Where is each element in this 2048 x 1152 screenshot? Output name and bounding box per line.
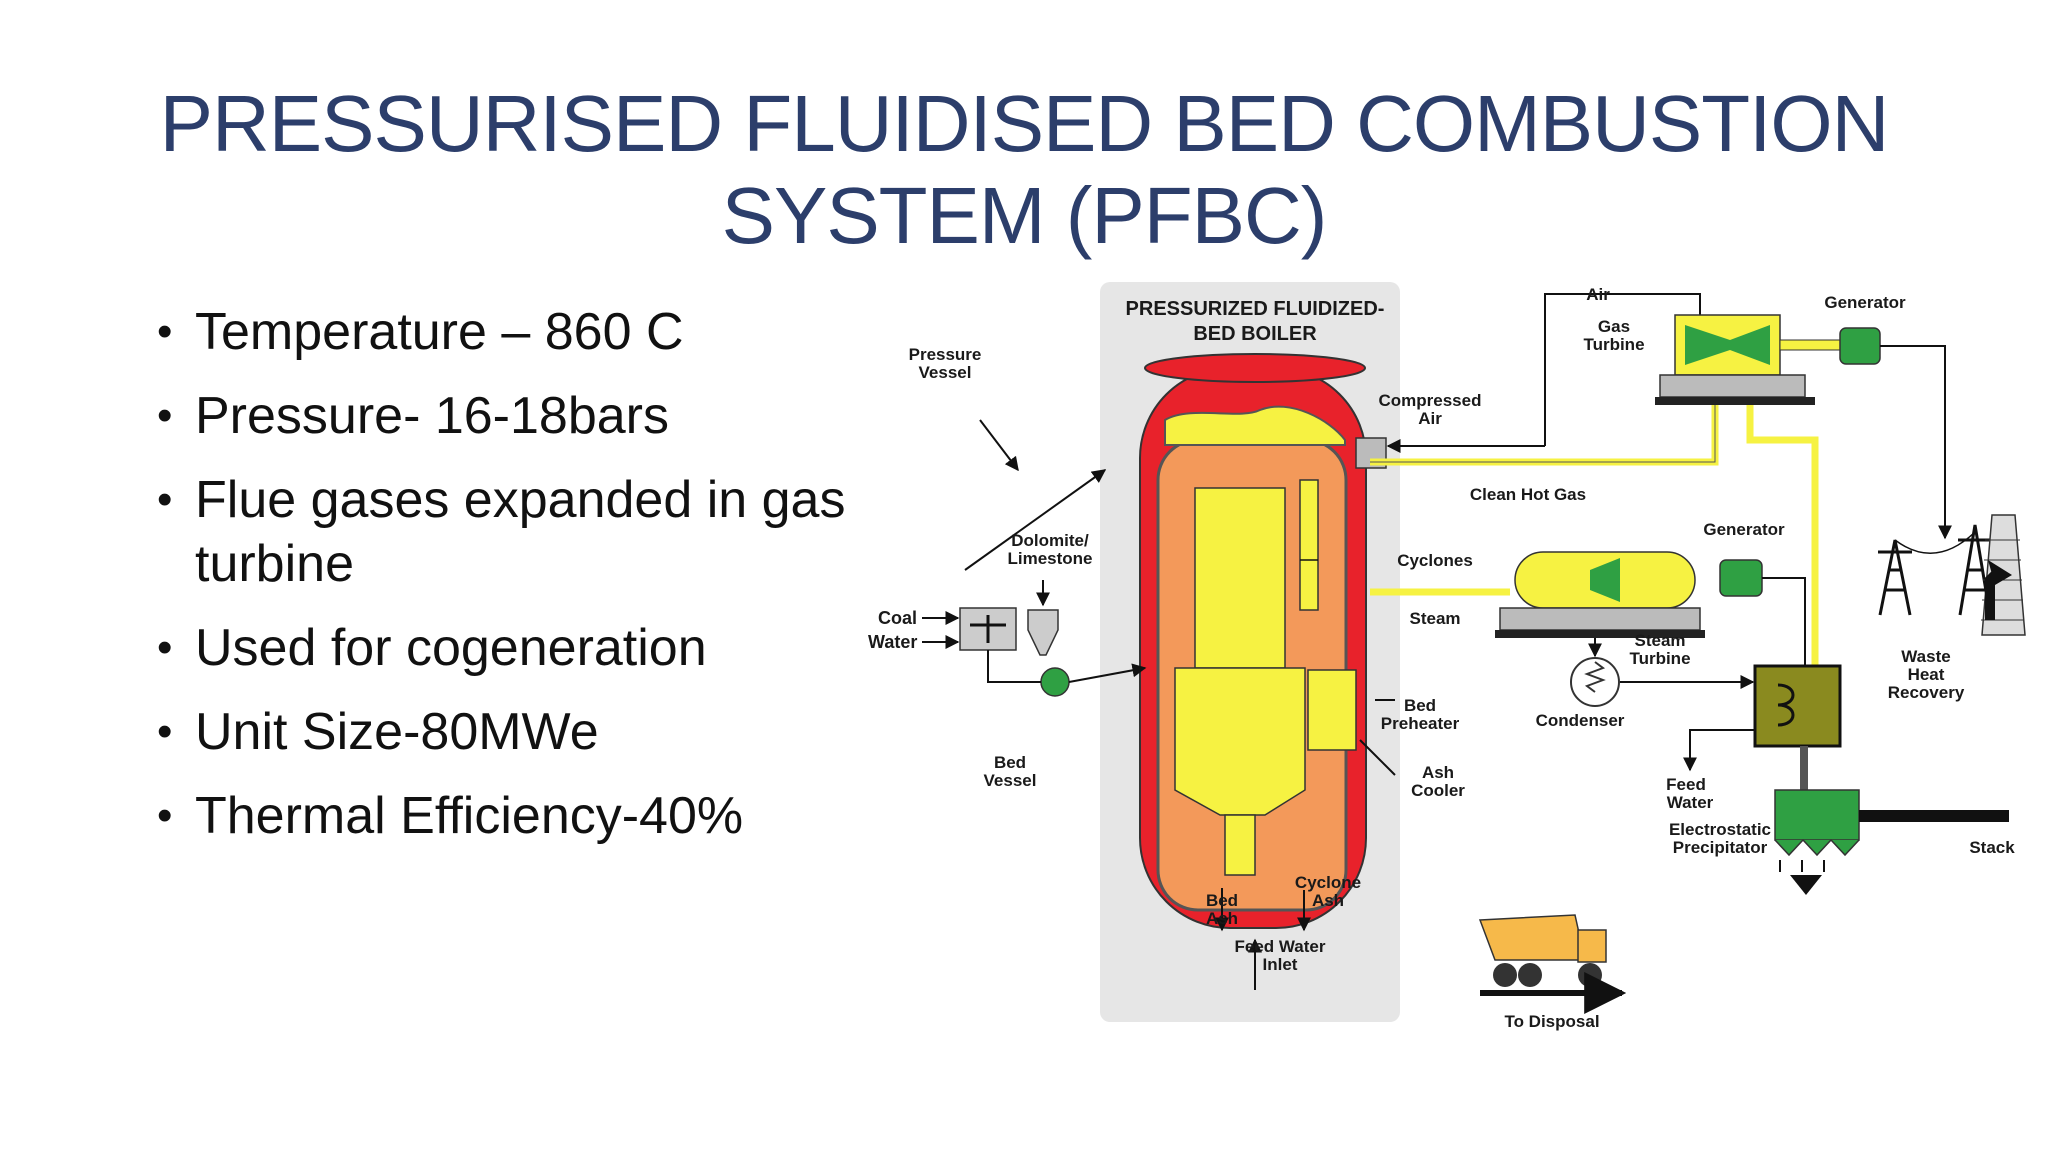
ash-cooler-leader [1359, 739, 1396, 776]
bullet-text: Used for cogeneration [195, 619, 707, 677]
pressure-vessel-leader [979, 419, 1019, 472]
dump-truck-icon [1478, 914, 1607, 987]
cyclone-ash-label-2: Ash [1312, 891, 1344, 910]
clean-hot-gas-label: Clean Hot Gas [1470, 485, 1586, 504]
bullet-item: • Temperature – 860 C [155, 300, 875, 364]
compressed-air-line [1544, 293, 1701, 446]
bed-vessel-label-2: Vessel [984, 771, 1037, 790]
water-label: Water [868, 632, 917, 652]
bullet-dot-icon: • [157, 475, 173, 524]
gas-turbine-label-1: Gas [1598, 317, 1630, 336]
condenser-label: Condenser [1536, 711, 1625, 730]
feed-pump [987, 650, 1147, 697]
pressure-vessel-label-1: Pressure [909, 345, 982, 364]
generator-mid [1719, 559, 1806, 670]
clean-hot-gas-pipe-outline [1370, 390, 1716, 463]
gas-turbine-label-2: Turbine [1583, 335, 1644, 354]
bed-vessel-label-1: Bed [994, 753, 1026, 772]
coal-label: Coal [878, 608, 917, 628]
waste-heat-label-3: Recovery [1888, 683, 1965, 702]
dolomite-label-1: Dolomite/ [1011, 531, 1089, 550]
steam-turbine [1495, 551, 1705, 638]
bullet-dot-icon: • [157, 707, 173, 756]
generator-mid-label: Generator [1703, 520, 1785, 539]
bullet-dot-icon: • [157, 391, 173, 440]
cyclones-label: Cyclones [1397, 551, 1473, 570]
transmission-tower-icon [1878, 524, 1992, 616]
cyclone-ash-label-1: Cyclone [1295, 873, 1361, 892]
stack-label: Stack [1969, 838, 2015, 857]
feed-water-inlet-label-2: Inlet [1263, 955, 1298, 974]
steam-turbine-label-1: Steam [1634, 631, 1685, 650]
ash-cooler-label-1: Ash [1422, 763, 1454, 782]
bullet-text: Thermal Efficiency-40% [195, 787, 744, 845]
bullet-item: • Unit Size-80MWe [155, 700, 875, 764]
bed-preheater-label-1: Bed [1404, 696, 1436, 715]
bullet-text-continued: turbine [195, 535, 354, 593]
generator-top [1839, 327, 1952, 540]
feed-water-line [1683, 729, 1755, 772]
slide-title-line-1: PRESSURISED FLUIDISED BED COMBUSTION [159, 79, 1890, 168]
waste-heat-label-2: Heat [1908, 665, 1945, 684]
feed-water-label-1: Feed [1666, 775, 1706, 794]
bullet-item: • Thermal Efficiency-40% [155, 784, 875, 848]
bullet-text: Flue gases expanded in gas [195, 471, 846, 529]
waste-heat-label-1: Waste [1901, 647, 1950, 666]
bed-ash-label-1: Bed [1206, 891, 1238, 910]
slide-title: PRESSURISED FLUIDISED BED COMBUSTION SYS… [0, 78, 2048, 262]
precipitator-label-2: Precipitator [1673, 838, 1768, 857]
condenser [1570, 638, 1620, 707]
bullet-item: • Used for cogeneration [155, 616, 875, 680]
bullet-text: Temperature – 860 C [195, 303, 684, 361]
bullet-dot-icon: • [157, 791, 173, 840]
bed-preheater-label-2: Preheater [1381, 714, 1460, 733]
bullet-dot-icon: • [157, 623, 173, 672]
pressure-vessel-label-2: Vessel [919, 363, 972, 382]
electrostatic-precipitator [1774, 746, 2009, 895]
steam-turbine-label-2: Turbine [1629, 649, 1690, 668]
compressed-air-label-1: Compressed [1379, 391, 1482, 410]
feed-water-label-2: Water [1667, 793, 1714, 812]
bullet-dot-icon: • [157, 307, 173, 356]
bed-vessel-internals [1174, 479, 1357, 876]
feed-water-inlet-label-1: Feed Water [1234, 937, 1325, 956]
slide-title-line-2: SYSTEM (PFBC) [721, 171, 1328, 260]
gas-turbine-shaft [1779, 339, 1841, 351]
boiler-title-line-2: BED BOILER [1193, 323, 1317, 345]
limestone-hopper [1027, 609, 1059, 656]
bed-vessel-leader [964, 469, 1107, 571]
to-disposal-label: To Disposal [1504, 1012, 1599, 1031]
bullet-text: Pressure- 16-18bars [195, 387, 669, 445]
bullet-item: • Pressure- 16-18bars [155, 384, 875, 448]
bullet-text: Unit Size-80MWe [195, 703, 599, 761]
gas-turbine [1655, 314, 1815, 405]
generator-top-label: Generator [1824, 293, 1906, 312]
hot-gas-to-whr-pipe [1746, 390, 1819, 670]
bed-ash-label-2: Ash [1206, 909, 1238, 928]
boiler-title-line-1: PRESSURIZED FLUIDIZED- [1126, 298, 1385, 320]
steam-label: Steam [1409, 609, 1460, 628]
compressed-air-label-2: Air [1418, 409, 1442, 428]
air-label: Air [1586, 285, 1610, 304]
bullet-list: • Temperature – 860 C • Pressure- 16-18bar… [155, 300, 875, 868]
waste-heat-recovery [1753, 664, 1842, 748]
ash-cooler-label-2: Cooler [1411, 781, 1465, 800]
dolomite-label-2: Limestone [1007, 549, 1092, 568]
coal-water-mixer [959, 607, 1017, 651]
precipitator-label-1: Electrostatic [1669, 820, 1771, 839]
bullet-item: • Flue gases expanded in gas turbine [155, 468, 875, 596]
pfbc-diagram: PRESSURIZED FLUIDIZED- BED BOILER Pressu… [868, 282, 2026, 1031]
stack-icon [1981, 514, 2026, 636]
